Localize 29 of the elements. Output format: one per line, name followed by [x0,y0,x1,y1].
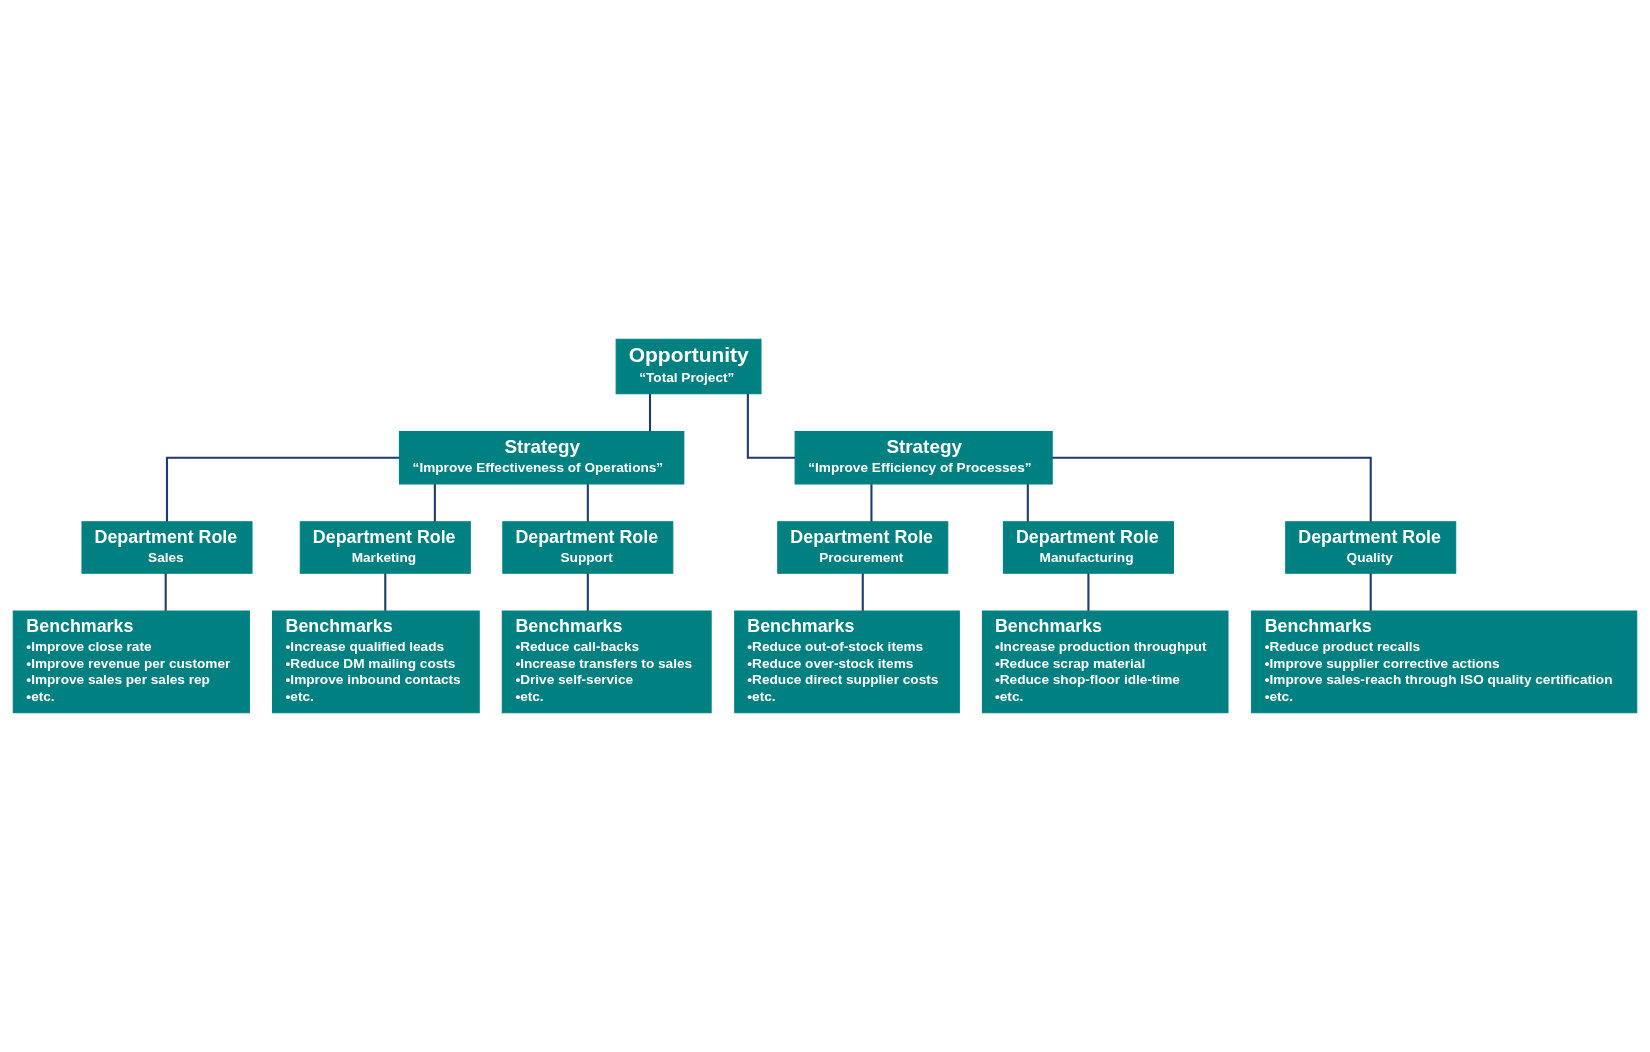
node-box: Department Role Manufacturing [1002,521,1174,574]
connector [165,456,400,522]
node-box: Benchmarks •Increase production throughput •Reduce scrap material •Reduce shop-floor idle-time •etc. [981,610,1229,714]
node-box: Benchmarks •Reduce product recalls •Improve supplier corrective actions •Improve sales-reach through ISO quality certification •etc. [1251,610,1638,714]
node-box: Department Role Quality [1285,521,1457,574]
connector [164,573,167,611]
node-box: Department Role Procurement [777,521,949,574]
node-box: Department Role Sales [81,521,253,574]
connector [1369,573,1372,611]
connector [1026,484,1029,522]
connector [870,484,873,522]
node-box: Opportunity “Total Project” [615,338,762,395]
connector [648,393,652,432]
connector [746,393,795,459]
connector [586,484,589,522]
connector [384,573,387,611]
node-box: Benchmarks •Reduce call-backs •Increase transfers to sales •Drive self-service •etc. [501,610,712,714]
node-box: Department Role Support [502,521,674,574]
node-box: Strategy “Improve Efficiency of Processes” [794,431,1053,485]
connector [861,573,864,611]
node-box: Department Role Marketing [299,521,471,574]
node-box: Benchmarks •Improve close rate •Improve revenue per customer •Improve sales per sales rep •etc. [12,610,250,714]
node-box: Benchmarks •Reduce out-of-stock items •Reduce over-stock items •Reduce direct supplier costs •etc. [734,610,960,714]
node-box: Strategy “Improve Effectiveness of Operations” [398,431,685,485]
connector [586,573,589,611]
connector [433,484,436,522]
connector [1087,573,1090,611]
node-box: Benchmarks •Increase qualified leads •Reduce DM mailing costs •Improve inbound contacts •etc. [271,610,480,714]
connector [1052,456,1372,522]
